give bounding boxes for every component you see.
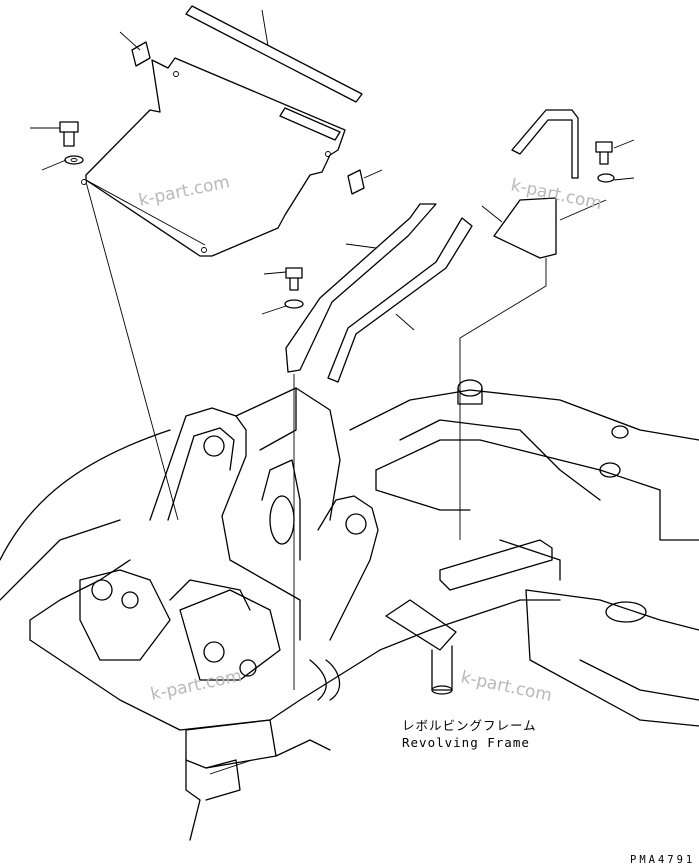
- seal-rod-top: [185, 5, 363, 103]
- spacer-left: [119, 31, 151, 67]
- bolt-right: [595, 139, 635, 165]
- revolving-frame: [0, 379, 699, 841]
- bolt-left: [30, 121, 79, 147]
- washer-left: [41, 155, 84, 171]
- washer-middle: [261, 299, 304, 315]
- watermark-1: k-part.com: [137, 172, 232, 211]
- watermark-4: k-part.com: [459, 667, 554, 706]
- cover-plate: [81, 57, 346, 257]
- drawing-code: PMA4791: [630, 854, 695, 866]
- leader-right-down: [459, 258, 547, 540]
- spacer-right: [347, 169, 383, 195]
- frame-label-en: Revolving Frame: [402, 735, 530, 750]
- seal-strip-middle: [327, 217, 473, 383]
- bolt-middle: [263, 267, 303, 291]
- leader-plate-down: [85, 181, 179, 521]
- washer-right: [597, 173, 635, 183]
- bracket-right: [481, 197, 607, 259]
- bracket-middle: [285, 203, 437, 373]
- frame-label-jp: レボルビングフレーム: [402, 718, 537, 733]
- handle-right: [511, 109, 579, 179]
- watermark-3: k-part.com: [149, 666, 244, 705]
